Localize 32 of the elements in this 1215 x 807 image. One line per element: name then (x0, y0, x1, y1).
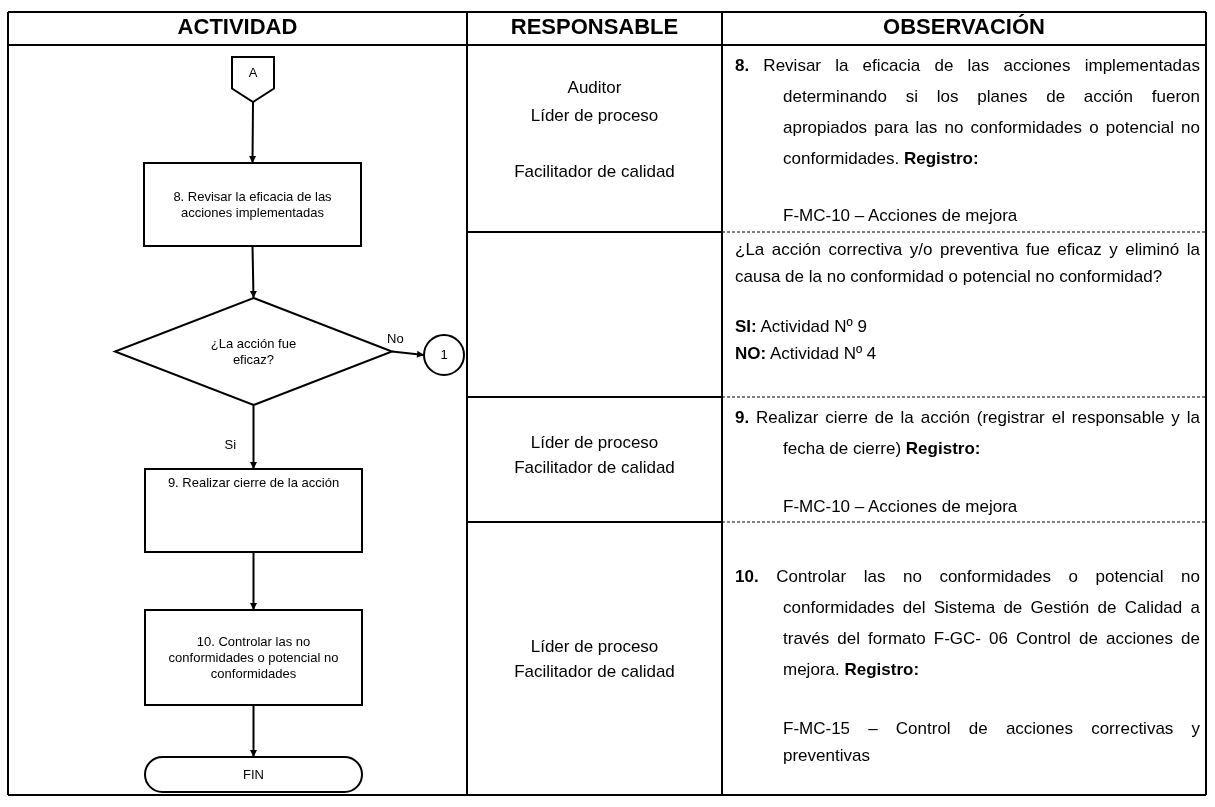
connector-circle: 1 (424, 335, 464, 375)
observation-text: 8. Revisar la eficacia de las acciones implementadas determinando si los planes de acción fueron apropiados para las no conformidades o potencial no conformidades. Registro: (735, 55, 1200, 170)
observation-text: 10. Controlar las no conformidades o potencial no conformidades del Sistema de Gestión de Calidad a través del formato F-GC- 06 Control de acciones de mejora. Registro: (735, 566, 1200, 681)
record-text: F-MC-15 – Control de acciones correctivas y preventivas (783, 718, 1200, 767)
role-text: Facilitador de calidad (513, 162, 676, 182)
column-header: RESPONSABLE (509, 14, 680, 40)
role-text: Líder de proceso (529, 106, 660, 126)
arrow (250, 404, 257, 470)
record-text: F-MC-10 – Acciones de mejora (783, 497, 1019, 517)
column-header: ACTIVIDAD (176, 14, 299, 40)
role-text: Líder de proceso (529, 433, 660, 453)
observation-text: ¿La acción correctiva y/o preventiva fue eficaz y eliminó la causa de la no conformidad o potencial no conformidad? (735, 239, 1200, 288)
role-text: Auditor (566, 78, 623, 98)
process-box: 9. Realizar cierre de la acción (145, 469, 362, 552)
decision-note: SI: Actividad Nº 9 (735, 317, 868, 337)
offpage-connector: A (232, 57, 274, 102)
role-text: Facilitador de calidad (513, 662, 676, 682)
arrow (249, 245, 257, 299)
role-text: Líder de proceso (529, 637, 660, 657)
process-box: 8. Revisar la eficacia de las acciones implementadas (144, 163, 361, 246)
arrow (250, 551, 257, 611)
decision-note: NO: Actividad Nº 4 (735, 344, 878, 364)
role-text: Facilitador de calidad (513, 458, 676, 478)
column-header: OBSERVACIÓN (882, 14, 1046, 40)
edge-label: Si (223, 437, 238, 452)
arrow (391, 350, 425, 358)
arrow (250, 704, 257, 758)
arrow (249, 101, 257, 164)
record-text: F-MC-10 – Acciones de mejora (783, 206, 1019, 226)
observation-text: 9. Realizar cierre de la acción (registrar el responsable y la fecha de cierre) Registro: (735, 407, 1200, 460)
process-box: 10. Controlar las no conformidades o potencial no conformidades (145, 610, 362, 705)
terminator-shape: FIN (145, 757, 362, 792)
